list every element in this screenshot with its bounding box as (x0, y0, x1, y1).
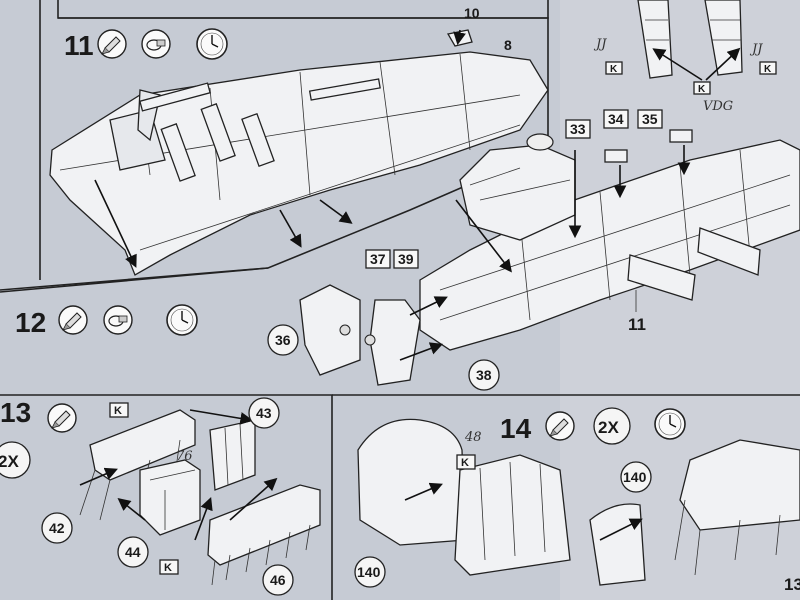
k-marker: K (456, 454, 476, 470)
glue-tube-icon (58, 305, 88, 335)
k-marker: K (159, 559, 179, 575)
svg-text:43: 43 (256, 405, 272, 421)
callout-circle-140: 140 (354, 556, 386, 588)
k-marker: K (109, 402, 129, 418)
callout-circle-43: 43 (248, 397, 280, 429)
callout-circle-36: 36 (267, 324, 299, 356)
svg-text:2X: 2X (598, 418, 619, 437)
multiplier-badge: 2X (0, 441, 31, 479)
handwritten-76: 76 (176, 449, 193, 464)
seat-frame-drawing (79, 409, 321, 586)
callout-circle-46: 46 (262, 564, 294, 596)
glue-tape-icon (141, 29, 171, 59)
callout-box-34: 34 (603, 109, 629, 129)
svg-text:36: 36 (275, 332, 291, 348)
glue-tube-icon (97, 29, 127, 59)
part-number-11: 11 (628, 315, 646, 334)
k-marker: K (693, 81, 711, 95)
bulkhead-drawing (357, 418, 800, 586)
fuselage-half-drawing (49, 29, 549, 276)
k-marker: K (605, 61, 623, 75)
part-number-10: 10 (464, 5, 480, 21)
part-number-8: 8 (504, 37, 512, 53)
step-number-13: 13 (0, 397, 31, 428)
svg-text:39: 39 (398, 251, 414, 267)
callout-circle-42: 42 (41, 512, 73, 544)
glue-tape-icon (103, 305, 133, 335)
svg-text:38: 38 (476, 367, 492, 383)
svg-text:46: 46 (270, 572, 286, 588)
svg-text:K: K (114, 405, 122, 417)
callout-circle-44: 44 (117, 536, 149, 568)
handwritten-jj-right: JJ (749, 42, 763, 57)
tail-parts-drawing (637, 0, 743, 81)
callout-circle-140: 140 (620, 461, 652, 493)
glue-tube-icon (47, 403, 77, 433)
callout-box-35: 35 (637, 109, 663, 129)
svg-text:37: 37 (370, 251, 386, 267)
callout-box-33: 33 (565, 119, 591, 139)
svg-text:34: 34 (608, 111, 624, 127)
svg-text:K: K (461, 457, 469, 469)
svg-text:2X: 2X (0, 452, 19, 471)
svg-text:K: K (164, 562, 172, 574)
svg-text:140: 140 (623, 469, 647, 485)
callout-box-37: 37 (365, 249, 391, 269)
clock-icon (166, 304, 198, 336)
k-marker: K (759, 61, 777, 75)
handwritten-jj-left: JJ (593, 37, 607, 52)
svg-text:K: K (698, 84, 706, 95)
clock-icon (654, 408, 686, 440)
part-number-13-edge: 13 (784, 575, 800, 594)
handwritten-vdg: VDG (703, 99, 733, 114)
step-number-11: 11 (64, 30, 94, 61)
step-number-14: 14 (500, 413, 532, 444)
handwritten-48: 48 (464, 430, 482, 445)
svg-text:140: 140 (357, 564, 381, 580)
fuselage-nose-drawing (299, 129, 800, 386)
svg-text:44: 44 (125, 544, 141, 560)
svg-text:33: 33 (570, 121, 586, 137)
glue-tube-icon (545, 411, 575, 441)
callout-circle-38: 38 (468, 359, 500, 391)
step-number-12: 12 (15, 307, 46, 338)
svg-text:K: K (764, 64, 772, 75)
clock-icon (196, 28, 228, 60)
svg-text:35: 35 (642, 111, 658, 127)
svg-text:42: 42 (49, 520, 65, 536)
callout-box-39: 39 (393, 249, 419, 269)
step-12-divider (0, 267, 269, 293)
multiplier-badge: 2X (593, 407, 631, 445)
svg-text:K: K (610, 64, 618, 75)
